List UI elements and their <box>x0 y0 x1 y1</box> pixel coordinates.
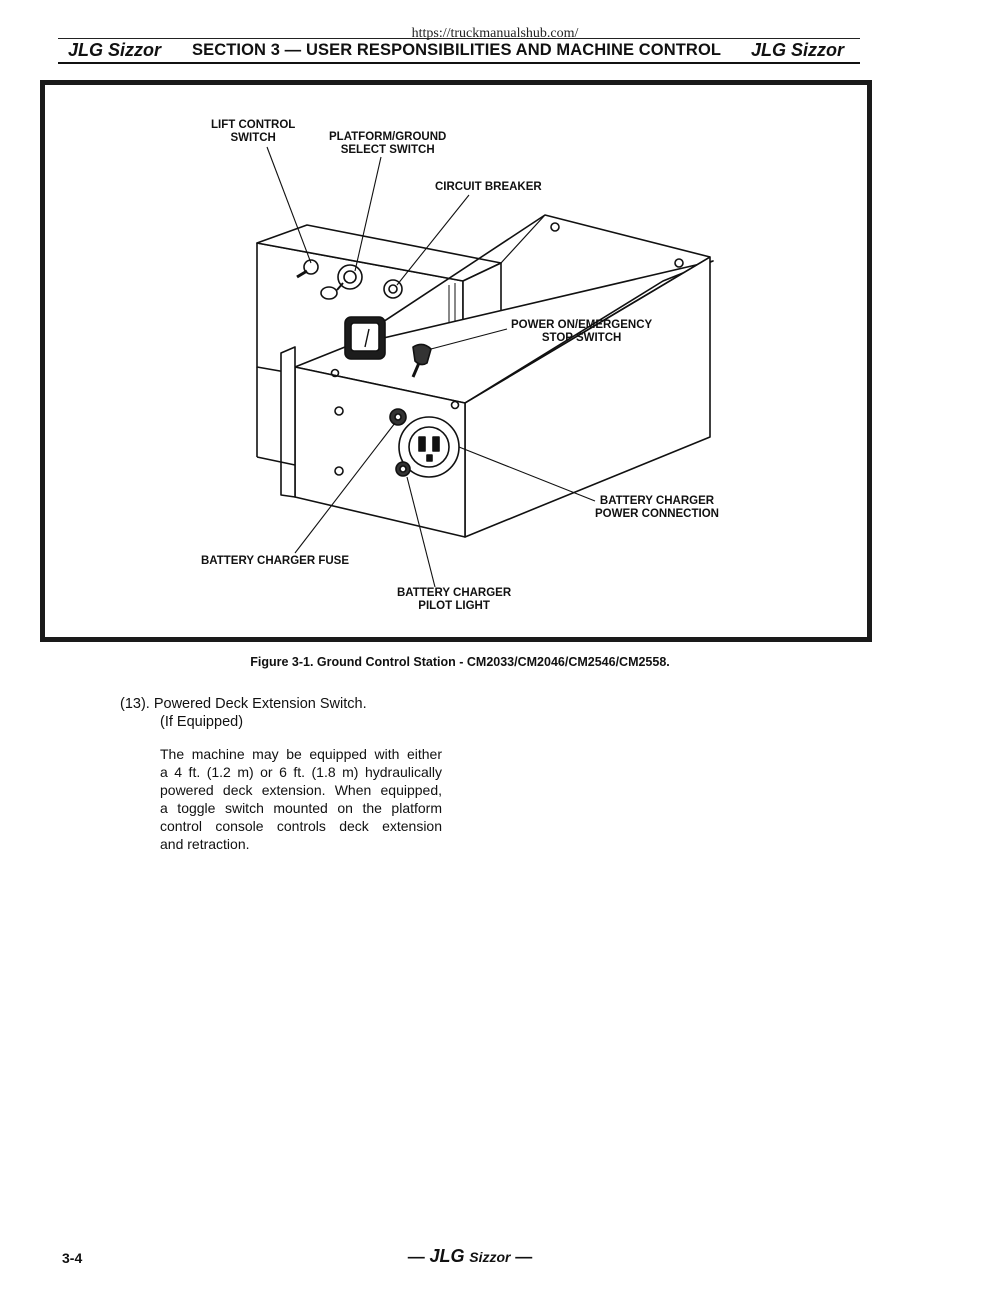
section-title: SECTION 3 — USER RESPONSIBILITIES AND MA… <box>192 41 722 59</box>
lift-control-switch <box>303 259 319 275</box>
header-brand-left: JLG Sizzor <box>68 40 162 60</box>
footer-brand-suffix: Sizzor <box>469 1249 511 1265</box>
label-battery-charger-pilot-light: BATTERY CHARGER PILOT LIGHT <box>397 587 512 612</box>
header-rule-bottom <box>58 62 860 64</box>
circuit-breaker <box>383 279 403 299</box>
body-line: a toggle switch mounted on the platform <box>160 800 442 816</box>
page-number: 3-4 <box>62 1250 83 1266</box>
source-url[interactable]: https://truckmanualshub.com/ <box>411 26 579 41</box>
body-line: a 4 ft. (1.2 m) or 6 ft. (1.8 m) hydraul… <box>160 764 442 780</box>
label-battery-charger-fuse: BATTERY CHARGER FUSE <box>201 555 350 567</box>
item-subtitle: (If Equipped) <box>160 714 244 730</box>
page-header: JLG Sizzor SECTION 3 — USER RESPONSIBILI… <box>58 40 868 62</box>
label-lift-control-switch: LIFT CONTROL SWITCH <box>211 119 296 144</box>
label-battery-charger-power-connection: BATTERY CHARGER POWER CONNECTION <box>595 495 719 520</box>
footer-dash-right: — <box>515 1247 533 1266</box>
item-body: The machine may be equipped with either … <box>160 745 442 853</box>
body-line: powered deck extension. When equipped, <box>160 782 442 798</box>
page-footer: — JLG Sizzor — <box>0 1246 940 1267</box>
label-circuit-breaker: CIRCUIT BREAKER <box>435 181 542 193</box>
header-brand-right: JLG Sizzor <box>750 40 844 60</box>
label-power-on-emergency-stop: POWER ON/EMERGENCY STOP SWITCH <box>511 319 653 344</box>
header-rule-top <box>58 38 860 39</box>
figure-frame: LIFT CONTROL SWITCH PLATFORM/GROUND SELE… <box>40 80 872 642</box>
body-line: and retraction. <box>160 836 250 852</box>
footer-brand: JLG <box>429 1246 465 1266</box>
body-line: control console controls deck extension <box>160 818 442 834</box>
item-title: (13). Powered Deck Extension Switch. <box>120 696 367 712</box>
platform-ground-select-switch <box>337 264 363 290</box>
label-platform-ground-select-switch: PLATFORM/GROUND SELECT SWITCH <box>329 131 447 156</box>
lower-box-left-flange <box>280 346 296 498</box>
body-line: The machine may be equipped with either <box>160 746 442 762</box>
footer-dash-left: — <box>407 1247 425 1266</box>
figure-caption: Figure 3-1. Ground Control Station - CM2… <box>250 655 670 669</box>
ground-control-station-drawing <box>256 146 714 588</box>
